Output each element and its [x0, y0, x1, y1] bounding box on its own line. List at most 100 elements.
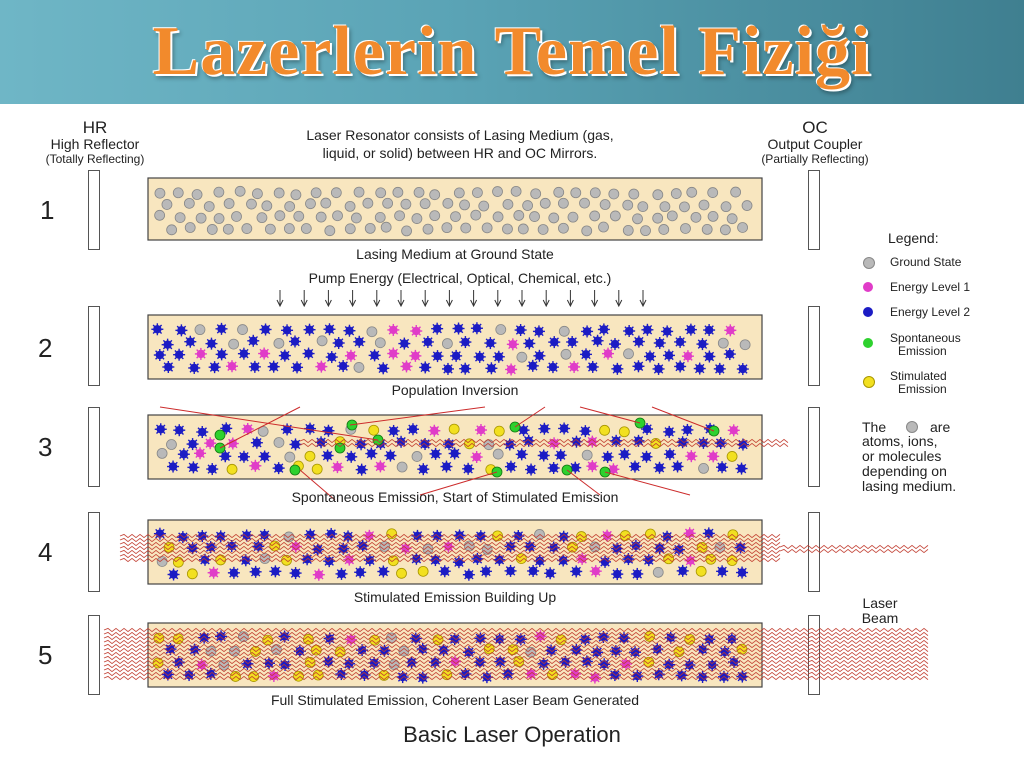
ground-state-atom	[256, 212, 268, 224]
ground-state-atom	[442, 197, 454, 209]
energy-level-2-atom	[459, 336, 472, 349]
oc-mirror	[808, 306, 820, 386]
laser-beam-output	[807, 639, 929, 645]
ground-state-atom	[366, 326, 378, 338]
energy-level-2-atom	[291, 361, 304, 374]
laser-beam-output	[807, 659, 929, 665]
legend-label: Energy Level 2	[890, 305, 971, 319]
energy-level-2-atom	[220, 422, 233, 435]
spontaneous-photon	[299, 469, 336, 501]
pump-arrow-head	[300, 299, 308, 308]
stimulated-emission-atom	[396, 567, 407, 579]
energy-level-2-atom	[462, 462, 475, 475]
atoms-note-line: or molecules	[862, 448, 942, 464]
ground-state-atom	[429, 210, 441, 222]
energy-level-2-atom	[325, 527, 338, 540]
energy-level-2-atom	[504, 460, 517, 473]
energy-level-2-atom	[186, 438, 199, 451]
energy-level-2-atom	[492, 350, 505, 363]
energy-level-2-atom	[484, 337, 497, 350]
energy-level-2-atom	[345, 450, 358, 463]
energy-level-2-atom	[215, 630, 228, 643]
energy-level-2-atom	[448, 447, 461, 460]
ground-state-atom	[632, 213, 643, 225]
spontaneous-photon	[419, 471, 498, 496]
laser-beam-full	[103, 647, 809, 653]
ground-state-atom	[719, 224, 731, 236]
ground-state-atom	[422, 223, 434, 235]
spontaneous-emission-atom	[214, 429, 226, 441]
oc-mirror	[808, 170, 820, 250]
energy-level-2-atom	[597, 323, 610, 336]
ground-state-atom	[411, 451, 423, 462]
ground-state-atom	[344, 200, 356, 212]
energy-level-2-atom	[537, 449, 550, 462]
pump-arrow-head	[276, 299, 284, 308]
energy-level-2-atom	[419, 361, 432, 374]
ground-state-atom	[640, 225, 651, 237]
ground-state-atom	[419, 198, 431, 210]
stimulated-emission-atom	[304, 450, 316, 462]
energy-level-2-atom	[365, 447, 378, 460]
hr-mirror	[88, 407, 100, 487]
energy-level-2-atom	[674, 360, 687, 373]
laser-beam-internal	[119, 545, 781, 551]
energy-level-1-atom	[207, 566, 220, 579]
energy-level-1-atom	[620, 657, 633, 670]
energy-level-2-atom	[718, 645, 731, 658]
pump-arrow-head	[324, 299, 332, 308]
ground-state-atom	[332, 210, 343, 222]
energy-level-2-atom	[405, 656, 418, 669]
ground-state-atom	[450, 211, 461, 223]
energy-level-2-atom	[548, 336, 561, 349]
spontaneous-photon	[651, 406, 715, 432]
energy-level-2-atom	[322, 424, 335, 437]
energy-level-2-atom	[533, 349, 546, 362]
energy-level-2-atom	[735, 462, 748, 475]
energy-level-2-atom	[227, 566, 240, 579]
legend-title: Legend:	[888, 230, 939, 246]
ground-state-atom	[411, 213, 423, 224]
energy-level-2-atom	[610, 434, 623, 447]
hr-mirror	[88, 170, 100, 250]
energy-level-2-atom	[409, 632, 422, 645]
ground-state-atom	[516, 351, 528, 363]
energy-level-2-atom	[570, 643, 583, 656]
laser-beam-label: Beam	[861, 610, 899, 626]
energy-level-2-atom	[716, 461, 729, 474]
energy-level-2-atom	[672, 543, 685, 556]
energy-level-2-atom	[368, 349, 381, 362]
energy-level-2-atom	[473, 350, 486, 363]
energy-level-2-atom	[293, 645, 306, 658]
energy-level-2-atom	[335, 567, 348, 580]
hr-mirror	[88, 306, 100, 386]
energy-level-1-atom	[602, 347, 615, 360]
energy-level-2-atom	[311, 543, 324, 556]
energy-level-2-atom	[353, 335, 366, 348]
energy-level-2-atom	[219, 450, 232, 463]
ground-state-atom	[623, 348, 634, 360]
stimulated-emission-atom	[226, 463, 238, 475]
laser-beam-internal	[119, 553, 781, 559]
energy-level-2-atom	[384, 449, 397, 462]
ground-state-atom	[622, 199, 634, 211]
laser-beam-output	[807, 675, 929, 681]
ground-state-atom	[273, 187, 285, 199]
ground-state-atom	[195, 212, 207, 224]
ground-state-atom	[707, 211, 719, 222]
spontaneous-emission-atom	[289, 464, 301, 476]
stage-caption: Lasing Medium at Ground State	[356, 246, 554, 262]
energy-level-2-atom	[611, 568, 624, 581]
laser-beam-full	[103, 663, 809, 669]
energy-level-2-atom	[173, 424, 186, 437]
energy-level-2-atom	[248, 360, 261, 373]
pump-arrow-head	[373, 299, 381, 308]
energy-level-1-atom	[409, 349, 422, 362]
energy-level-1-atom	[724, 324, 737, 337]
stage-caption: Full Stimulated Emission, Coherent Laser…	[270, 692, 640, 708]
atoms-note-the: The	[862, 419, 887, 435]
energy-level-2-atom	[723, 348, 736, 361]
energy-level-1-atom	[387, 323, 400, 336]
energy-level-1-atom	[505, 363, 518, 376]
atoms-note-line: depending on	[862, 463, 947, 479]
